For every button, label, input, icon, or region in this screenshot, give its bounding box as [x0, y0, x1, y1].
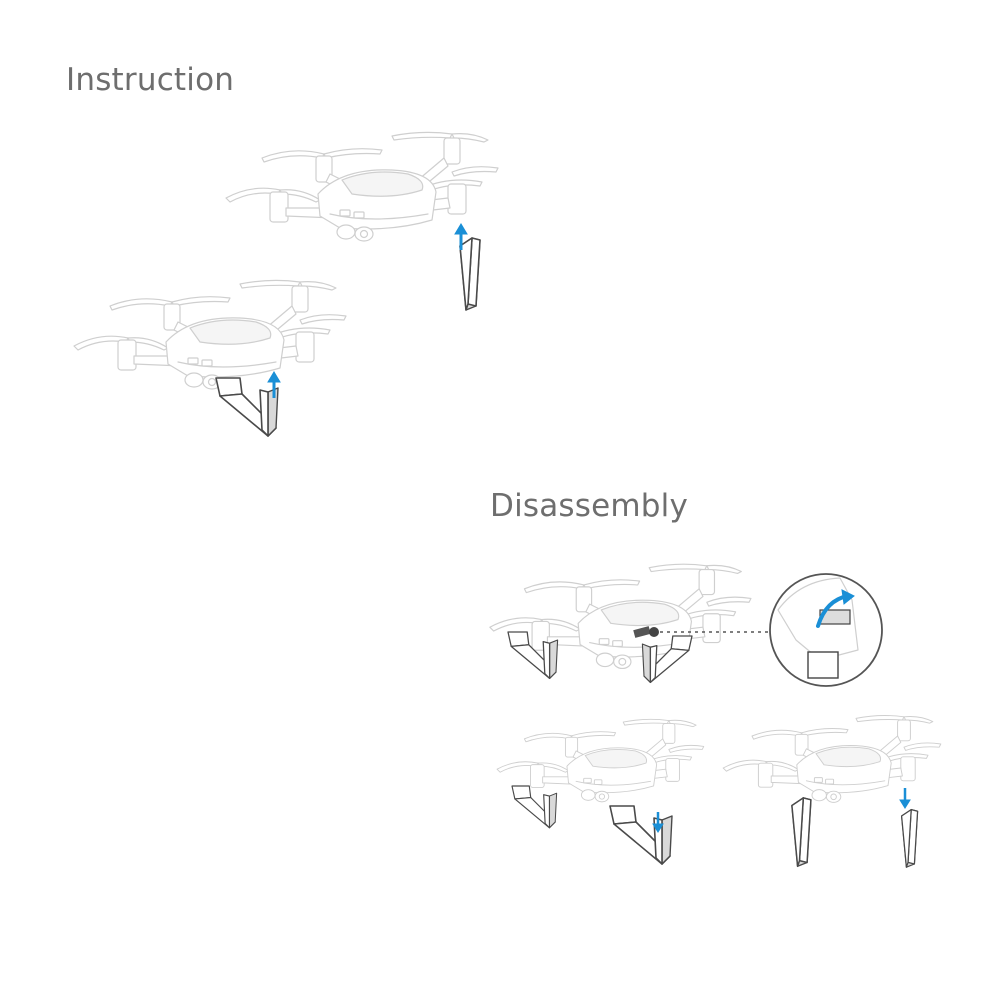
- landing-gear-left: [511, 785, 558, 829]
- up-arrow-icon: [454, 223, 468, 250]
- release-latch: [633, 626, 659, 638]
- instruction-figure-1: [225, 131, 499, 242]
- instruction-heading: Instruction: [66, 62, 235, 98]
- down-arrow-icon: [899, 788, 911, 809]
- instruction-figure-2: [73, 279, 347, 390]
- landing-gear-angled: [609, 805, 673, 865]
- landing-gear-tall: [791, 797, 812, 868]
- down-arrow-icon: [652, 812, 664, 833]
- zoom-callout-circle: [769, 573, 883, 687]
- up-arrow-icon: [267, 371, 281, 398]
- disassembly-heading: Disassembly: [490, 488, 689, 524]
- landing-gear-tall: [459, 237, 481, 311]
- landing-gear-tall: [900, 808, 919, 868]
- curved-arrow-icon: [816, 589, 855, 628]
- disassembly-figure-3: [722, 715, 942, 803]
- landing-gear-angled: [215, 377, 279, 437]
